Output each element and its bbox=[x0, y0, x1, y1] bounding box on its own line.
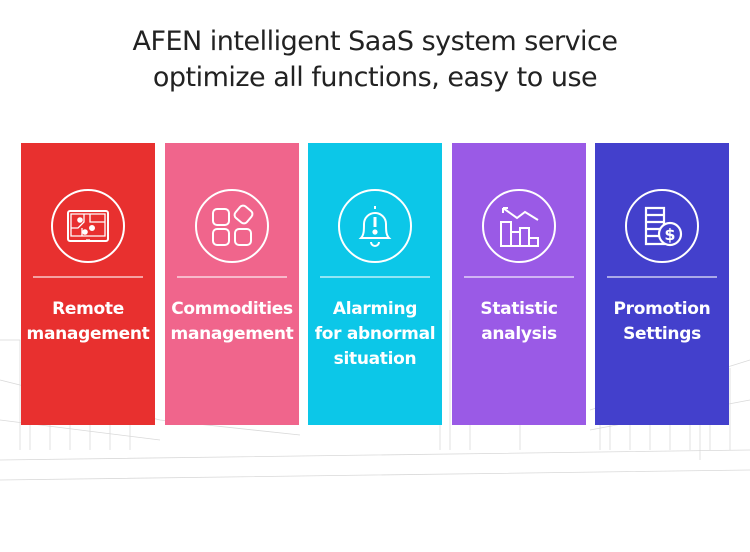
svg-text:$: $ bbox=[664, 225, 675, 244]
map-tablet-icon bbox=[51, 189, 125, 263]
card-divider bbox=[320, 276, 430, 278]
coins-dollar-icon: $ bbox=[625, 189, 699, 263]
page-title: AFEN intelligent SaaS system service opt… bbox=[0, 24, 750, 96]
card-divider bbox=[33, 276, 143, 278]
card-divider bbox=[607, 276, 717, 278]
apps-grid-icon bbox=[195, 189, 269, 263]
bell-alert-icon bbox=[338, 189, 412, 263]
title-line-1: AFEN intelligent SaaS system service bbox=[132, 26, 618, 57]
title-line-2: optimize all functions, easy to use bbox=[152, 62, 598, 93]
card-divider bbox=[464, 276, 574, 278]
bar-chart-trend-icon bbox=[482, 189, 556, 263]
card-divider bbox=[177, 276, 287, 278]
